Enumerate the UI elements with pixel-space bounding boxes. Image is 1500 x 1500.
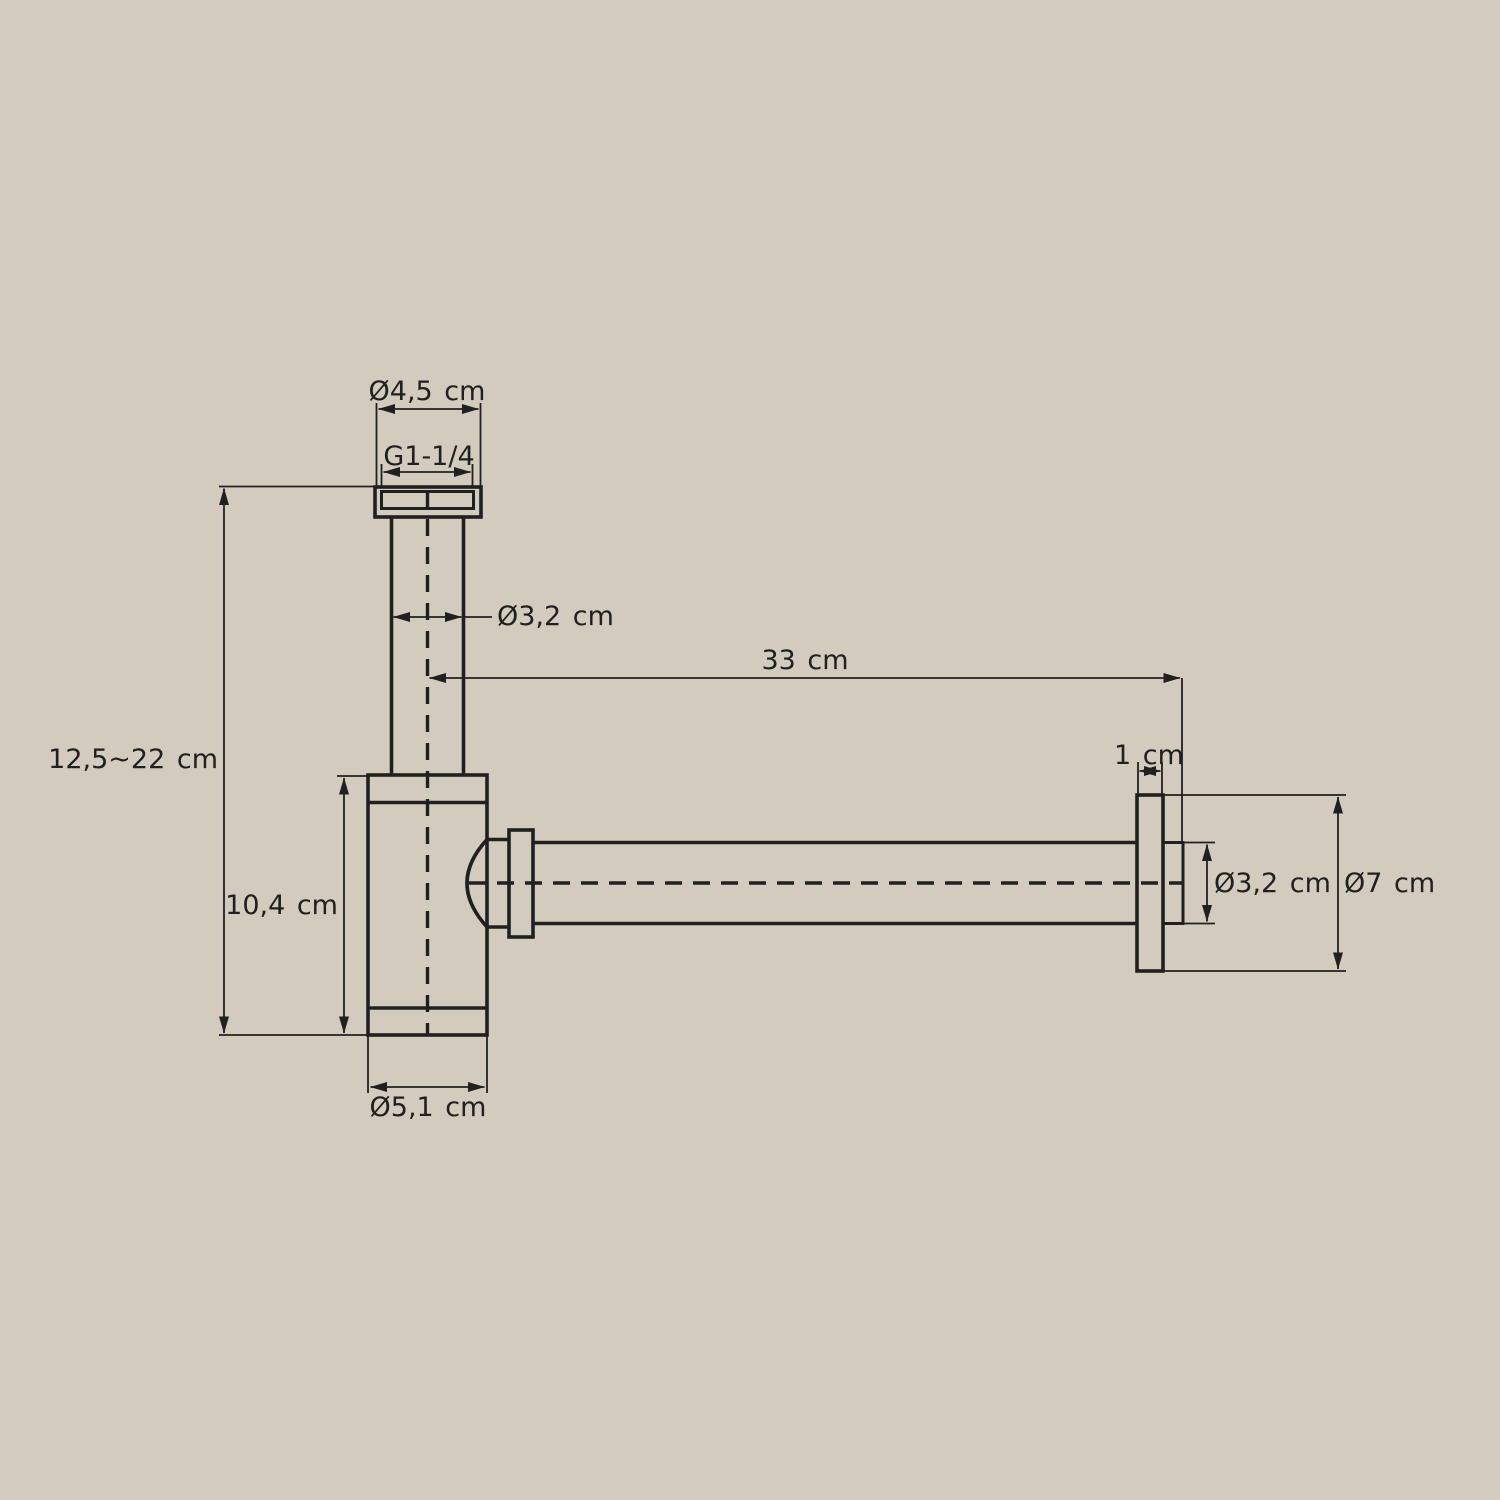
label-flange-thickness: 1 cm bbox=[1114, 740, 1184, 771]
center-lines bbox=[425, 491, 1182, 1034]
wall-flange bbox=[1135, 793, 1165, 973]
wall-pipe-stub bbox=[1163, 841, 1185, 925]
label-top-nut-diameter: Ø4,5 cm bbox=[369, 376, 486, 407]
label-body-diameter: Ø5,1 cm bbox=[370, 1092, 487, 1123]
label-wall-pipe-length: 33 cm bbox=[761, 645, 848, 676]
outlet-dome bbox=[465, 837, 509, 929]
outlet-nut bbox=[507, 828, 535, 939]
label-inlet-pipe-diameter: Ø3,2 cm bbox=[497, 601, 614, 632]
dimension-lines bbox=[219, 404, 1343, 1092]
label-height-range: 12,5~22 cm bbox=[48, 744, 218, 775]
top-nut-inner-lip bbox=[380, 490, 475, 510]
label-thread-size: G1-1/4 bbox=[383, 441, 474, 472]
siphon-outline bbox=[366, 485, 1185, 1037]
inlet-pipe bbox=[389, 517, 466, 775]
label-flange-diameter: Ø7 cm bbox=[1344, 868, 1435, 899]
dimension-labels: Ø4,5 cm G1-1/4 Ø3,2 cm 33 cm 12,5~22 cm … bbox=[48, 376, 1435, 1123]
label-wall-pipe-diameter: Ø3,2 cm bbox=[1214, 868, 1331, 899]
top-nut bbox=[373, 485, 483, 519]
extension-lines bbox=[219, 403, 1346, 1093]
label-body-height: 10,4 cm bbox=[225, 890, 338, 921]
trap-body bbox=[366, 773, 489, 1037]
wall-pipe bbox=[533, 840, 1137, 926]
